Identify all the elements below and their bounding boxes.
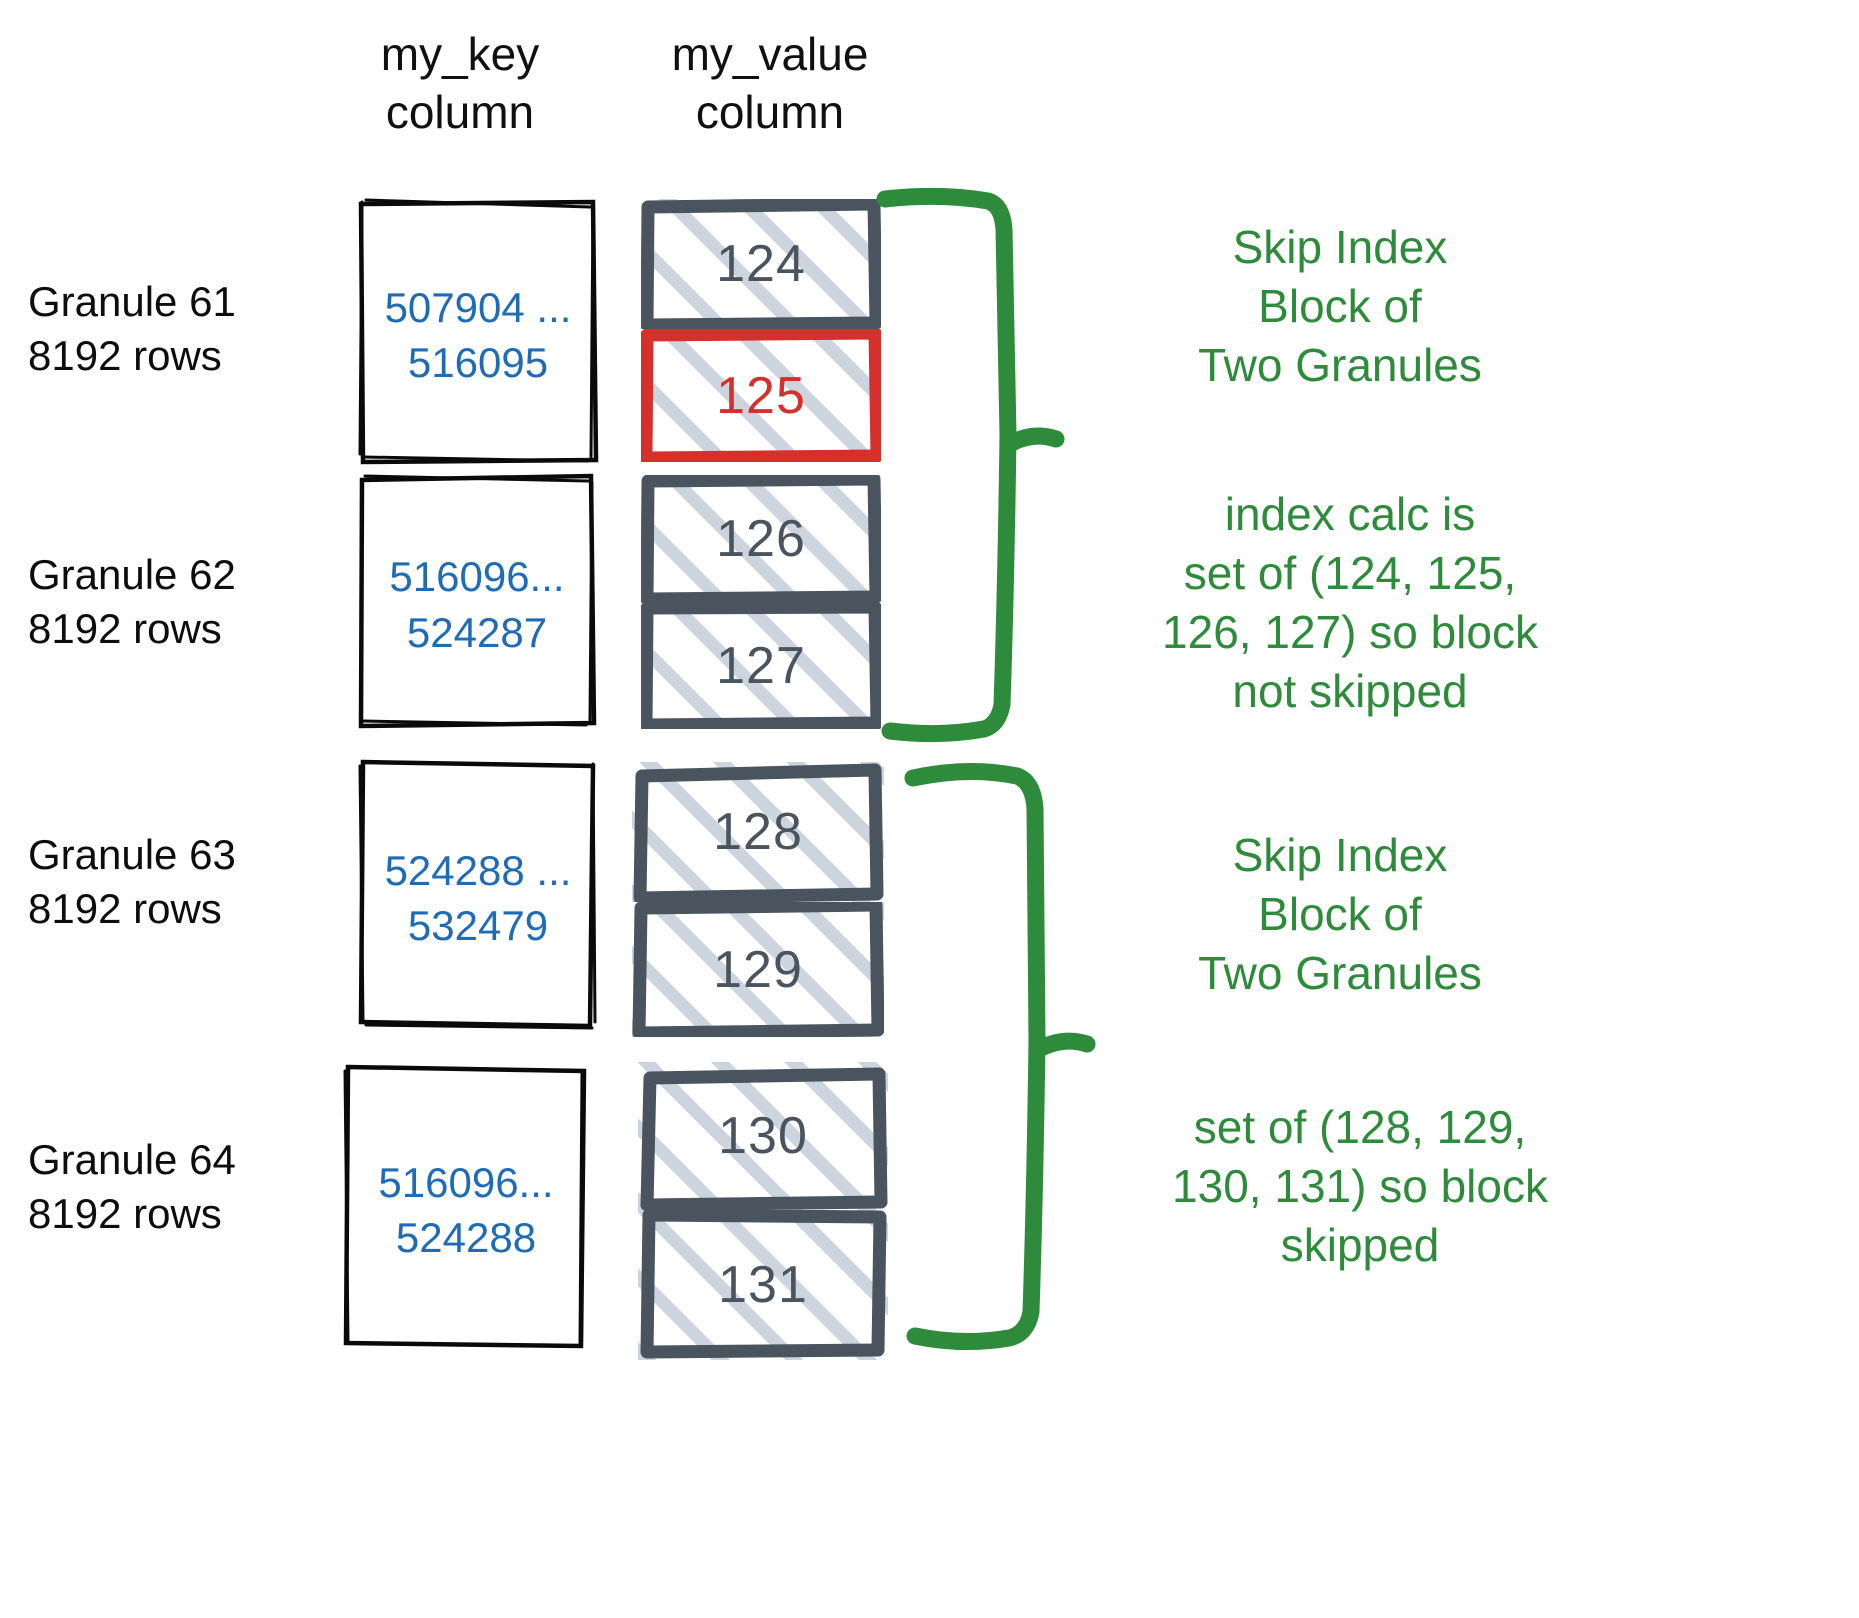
value-number: 131 <box>718 1256 808 1314</box>
value-cell-127: 127 <box>641 603 881 729</box>
brace-top <box>876 187 1065 743</box>
annotation-set-skipped: set of (128, 129, 130, 131) so block ski… <box>1172 1101 1548 1271</box>
value-number: 126 <box>716 510 806 568</box>
value-cell-130: 130 <box>638 1062 888 1210</box>
key-box-granule-61: 507904 ... 516095 <box>357 198 599 465</box>
value-cell-125: 125 <box>641 329 881 462</box>
sketch-border <box>358 473 597 729</box>
column-header-my-key: my_key column <box>380 28 540 138</box>
value-cell-124: 124 <box>641 199 881 329</box>
annotation-skip-index-block-bottom: Skip Index Block of Two Granules <box>1198 829 1482 999</box>
value-number: 129 <box>713 940 803 999</box>
sketch-border <box>358 198 599 465</box>
annotation-skip-index-block-top: Skip Index Block of Two Granules <box>1198 221 1482 391</box>
key-range-granule-63: 524288 ... 532479 <box>384 846 572 949</box>
key-range-granule-61: 507904 ... 516095 <box>384 283 572 386</box>
column-header-my-value: my_value column <box>671 28 869 138</box>
value-number: 130 <box>718 1107 808 1165</box>
value-number: 127 <box>716 637 806 695</box>
sketch-border <box>343 1064 587 1349</box>
granule-label-64: Granule 64 8192 rows <box>28 1136 236 1237</box>
key-box-granule-62: 516096... 524287 <box>357 473 597 729</box>
key-range-granule-62: 516096... 524287 <box>389 553 565 656</box>
granule-label-63: Granule 63 8192 rows <box>28 831 236 932</box>
value-cell-128: 128 <box>632 762 884 902</box>
sketch-border <box>358 759 597 1030</box>
value-number-highlighted: 125 <box>716 366 806 425</box>
key-range-granule-64: 516096... 524288 <box>378 1158 554 1261</box>
value-cell-129: 129 <box>632 902 884 1037</box>
key-box-granule-63: 524288 ... 532479 <box>357 758 599 1030</box>
annotation-index-calc-not-skipped: index calc is set of (124, 125, 126, 127… <box>1162 488 1538 717</box>
granule-label-61: Granule 61 8192 rows <box>28 278 236 379</box>
granule-label-62: Granule 62 8192 rows <box>28 551 236 652</box>
value-number: 124 <box>716 235 806 293</box>
key-box-granule-64: 516096... 524288 <box>342 1062 590 1350</box>
value-cell-126: 126 <box>641 475 881 603</box>
value-cell-131: 131 <box>638 1210 888 1360</box>
value-number: 128 <box>713 803 803 861</box>
